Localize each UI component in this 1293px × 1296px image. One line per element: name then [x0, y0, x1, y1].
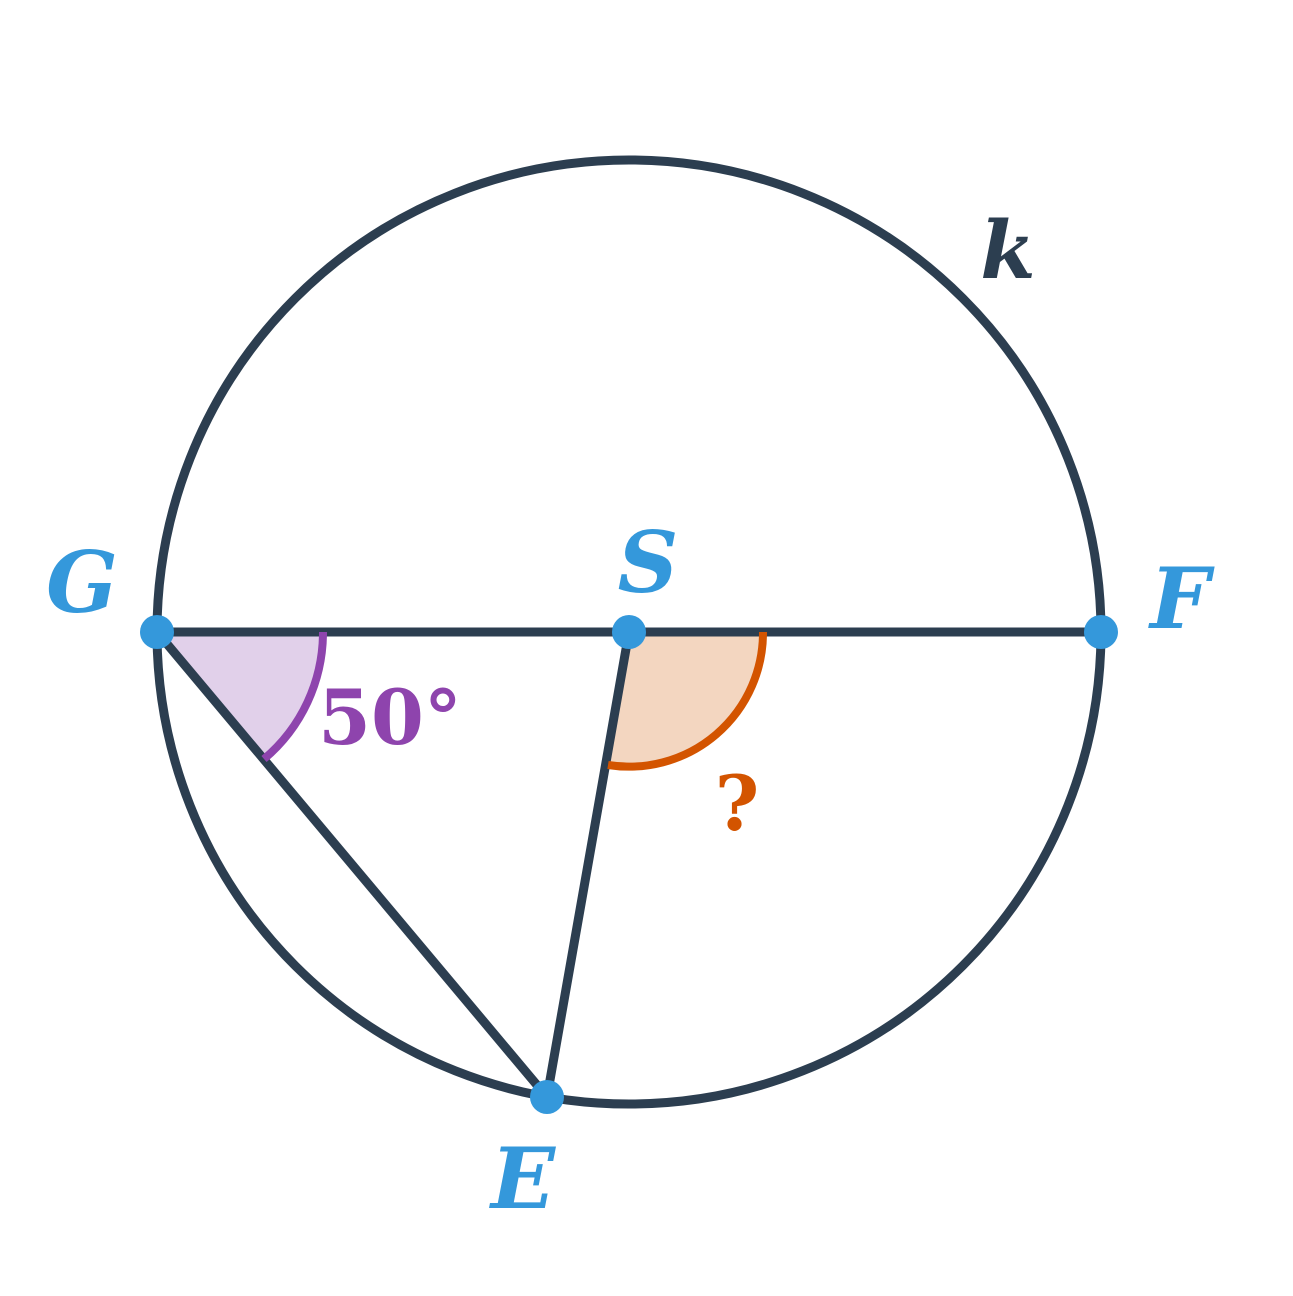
chord-ge [152, 627, 552, 1102]
radius-se [542, 627, 634, 1102]
point-f-label: F [1148, 549, 1215, 648]
point-g [140, 615, 174, 649]
point-s [612, 615, 646, 649]
unknown-angle-arc [607, 631, 768, 771]
point-e [530, 1080, 564, 1114]
unknown-angle-fill [608, 632, 764, 767]
point-s-label: S [618, 513, 679, 612]
circle-k-label: k [980, 203, 1035, 297]
given-angle-label: 50° [318, 673, 462, 762]
point-e-label: E [489, 1129, 556, 1228]
given-angle-arc [261, 631, 328, 763]
point-g-label: G [46, 533, 118, 632]
given-angle-fill [157, 632, 324, 759]
unknown-angle-label: ? [715, 759, 760, 848]
point-f [1084, 615, 1118, 649]
